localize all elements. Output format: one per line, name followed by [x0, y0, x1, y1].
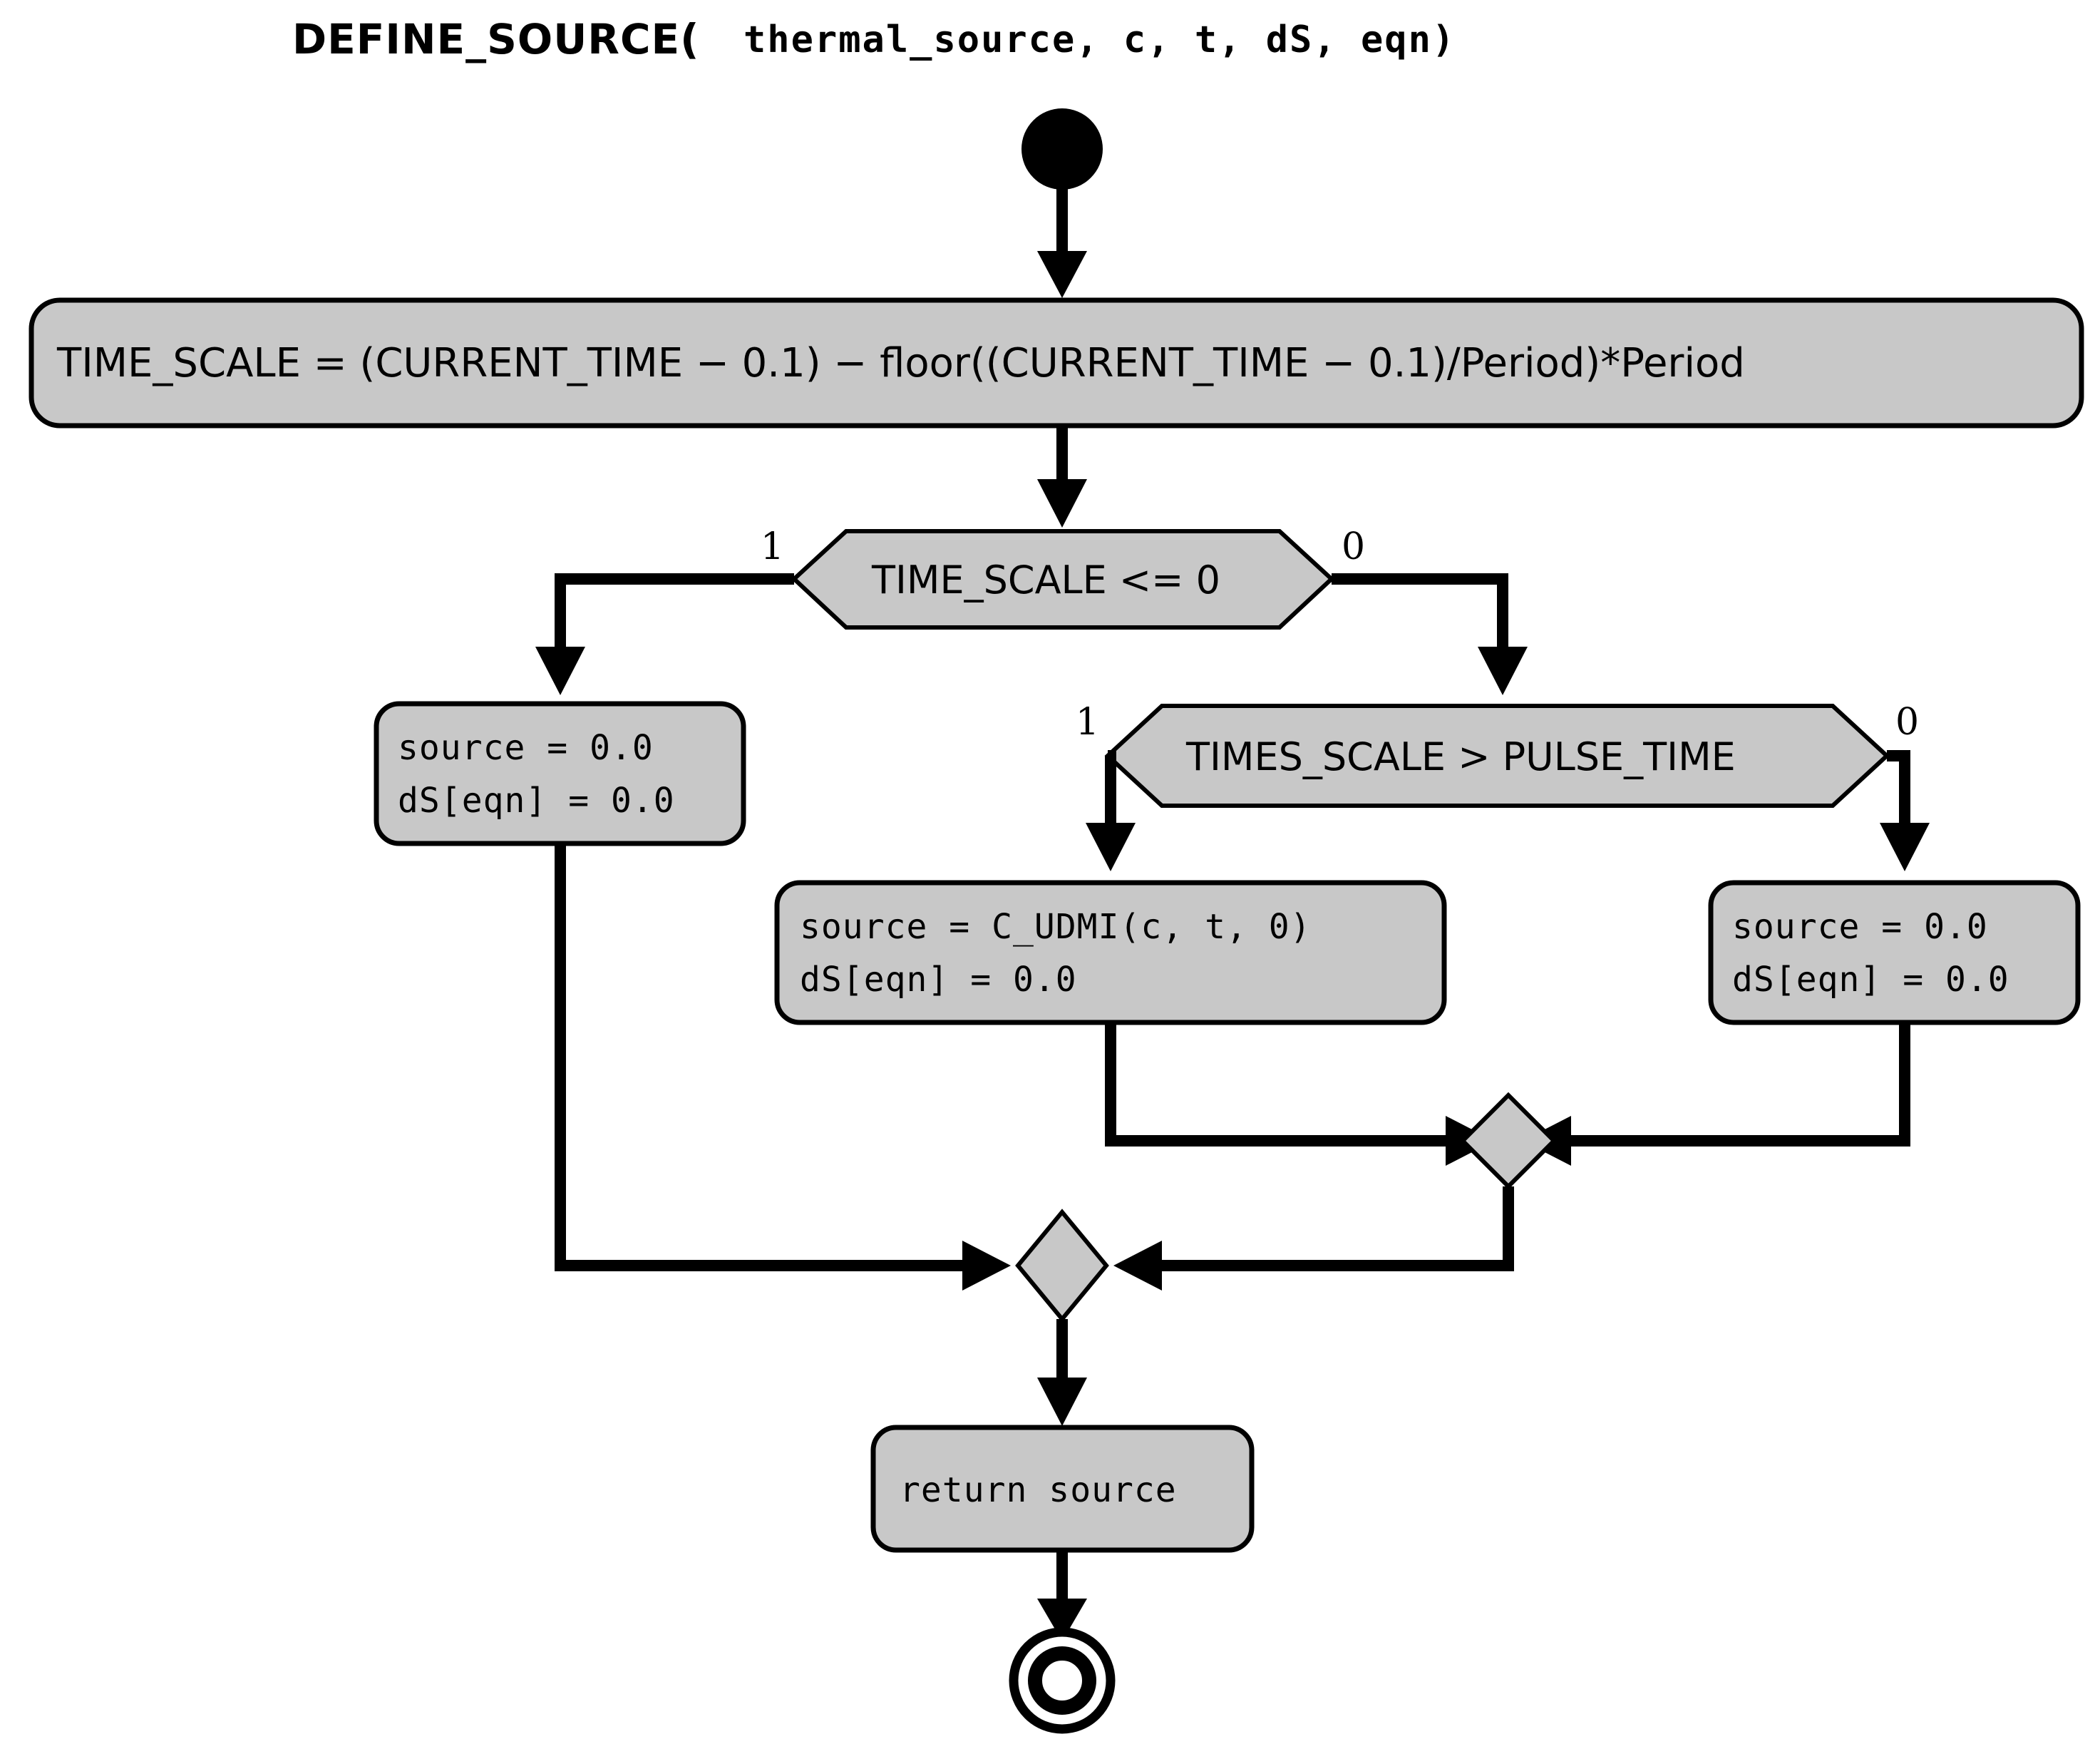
edge-merge-inner-to-merge-outer	[1156, 1186, 1514, 1271]
arrow-head-decision2-false	[1880, 823, 1930, 871]
action-source-zero-right-line2: dS[eqn] = 0.0	[1732, 960, 2009, 1000]
edge-decision1-true	[555, 573, 794, 652]
arrow-head-zero-left-to-merge-outer	[962, 1241, 1011, 1291]
edge-decision2-false	[1887, 750, 1910, 829]
action-source-c-udmi-line2: dS[eqn] = 0.0	[800, 960, 1077, 1000]
action-source-zero-left-line2: dS[eqn] = 0.0	[398, 781, 675, 821]
edge-decision1-false	[1332, 573, 1508, 652]
arrow-head-action-to-decision1	[1037, 479, 1087, 528]
action-time-scale-label: TIME_SCALE = (CURRENT_TIME − 0.1) − floo…	[56, 340, 1745, 386]
action-source-zero-left-line1: source = 0.0	[398, 728, 654, 768]
decision-pulse-label: TIMES_SCALE > PULSE_TIME	[1185, 734, 1736, 779]
edge-zero-left-to-merge-outer	[555, 843, 968, 1271]
arrow-head-decision1-false	[1478, 647, 1528, 695]
branch-label-decision2-false: 0	[1895, 701, 1919, 744]
edge-zero-right-to-merge-inner	[1565, 1022, 1910, 1147]
branch-label-decision1-true: 1	[761, 525, 784, 568]
action-source-c-udmi	[774, 880, 1447, 1025]
arrow-head-start-to-action	[1037, 251, 1087, 298]
action-source-zero-right	[1708, 880, 2081, 1025]
action-source-zero-right-line1: source = 0.0	[1732, 907, 1988, 947]
branch-label-decision2-true: 1	[1076, 701, 1099, 744]
start-node	[1021, 108, 1103, 190]
decision-time-scale-le-zero-label: TIME_SCALE <= 0	[871, 558, 1220, 602]
action-source-zero-left	[374, 701, 746, 846]
merge-node-outer	[1015, 1209, 1109, 1323]
action-return-source-label: return source	[900, 1470, 1177, 1510]
merge-node-inner	[1459, 1092, 1558, 1190]
diagram-title-head: DEFINE_SOURCE(	[292, 15, 700, 63]
diagram-title-args: thermal_source, c, t, dS, eqn)	[743, 19, 1456, 61]
arrow-head-decision1-true	[535, 647, 585, 695]
arrow-head-return-to-end	[1037, 1599, 1087, 1641]
arrow-head-decision2-true	[1086, 823, 1136, 871]
action-source-c-udmi-line1: source = C_UDMI(c, t, 0)	[800, 907, 1312, 947]
edge-udmi-to-merge-inner	[1105, 1022, 1451, 1147]
branch-label-decision1-false: 0	[1342, 525, 1365, 568]
arrow-head-merge-inner-to-merge-outer	[1113, 1241, 1162, 1291]
edge-decision2-true	[1105, 750, 1116, 829]
arrow-head-merge-outer-to-return	[1037, 1378, 1087, 1426]
end-node-inner-ring	[1028, 1646, 1096, 1715]
